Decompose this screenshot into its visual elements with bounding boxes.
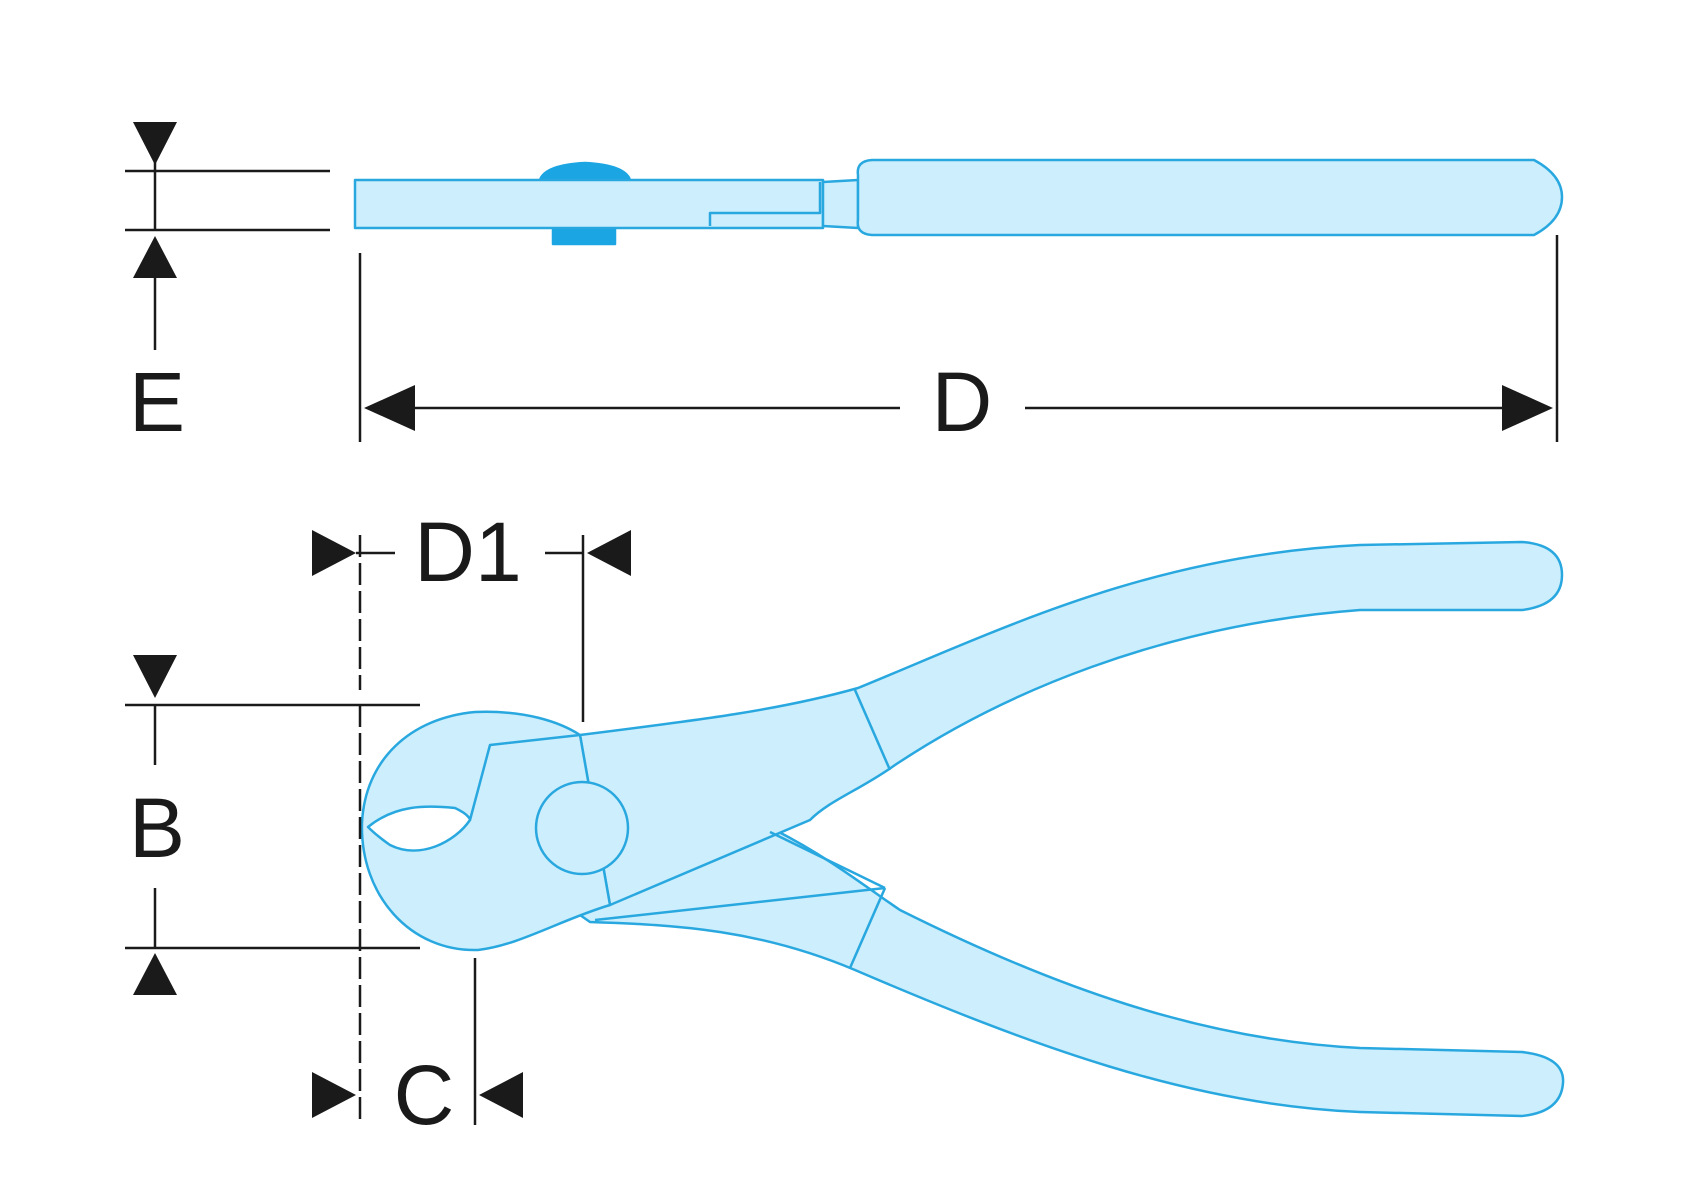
upper-handle xyxy=(578,540,1564,907)
c-arrow-right xyxy=(479,1072,523,1118)
b-arrow-up xyxy=(133,953,177,995)
b-arrow-down xyxy=(133,655,177,698)
side-neck xyxy=(821,178,860,230)
lower-handle xyxy=(578,828,1565,1118)
e-arrow-up xyxy=(133,236,177,278)
label-c: C xyxy=(394,1048,455,1142)
label-d: D xyxy=(932,355,993,449)
side-handle xyxy=(856,158,1564,237)
lower-jaw-line-2 xyxy=(769,830,886,890)
d1-arrow-right xyxy=(587,530,631,576)
jaw-inner-edge xyxy=(468,733,581,821)
e-arrow-down xyxy=(133,122,177,165)
side-jaw-step xyxy=(708,182,822,226)
side-jaw xyxy=(353,178,825,230)
d-arrow-left xyxy=(364,385,415,431)
pivot-rivet xyxy=(534,780,630,876)
label-e: E xyxy=(129,355,185,449)
lower-jaw-line-1 xyxy=(594,886,886,922)
pivot-knob-top xyxy=(538,161,632,182)
lower-grip-separator xyxy=(848,887,887,969)
upper-grip-separator xyxy=(853,689,892,771)
c-arrow-left xyxy=(312,1072,356,1118)
d-arrow-right xyxy=(1502,385,1553,431)
side-view: E D xyxy=(125,122,1564,449)
cutter-head xyxy=(360,710,612,952)
top-view: D1 B C xyxy=(125,505,1565,1142)
label-b: B xyxy=(129,781,185,875)
label-d1: D1 xyxy=(414,505,521,599)
d1-arrow-left xyxy=(312,530,356,576)
